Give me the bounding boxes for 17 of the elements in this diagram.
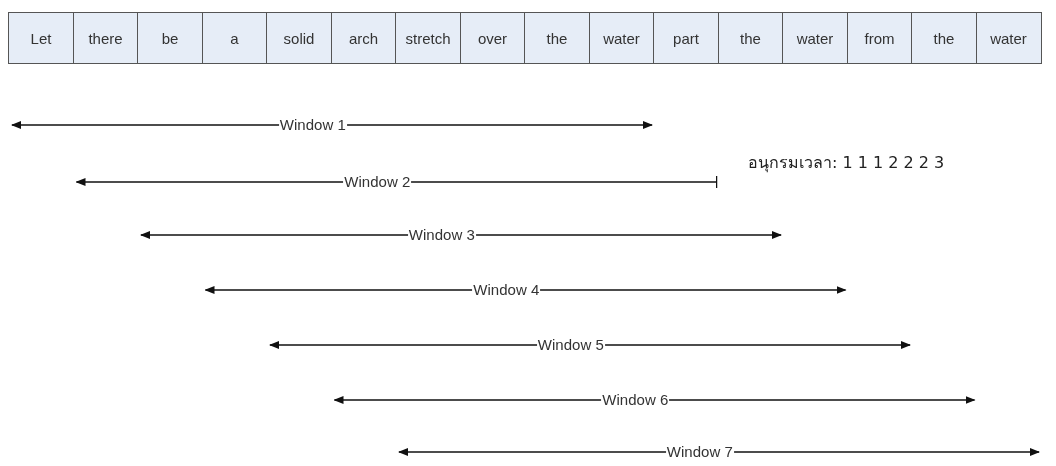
word-cell: be [137, 12, 203, 64]
word-cell: water [782, 12, 848, 64]
word-cell: a [201, 12, 268, 64]
word-cell: water [975, 12, 1042, 64]
word-cell: water [588, 12, 655, 64]
word-cell: part [653, 12, 719, 64]
word-cell: there [72, 12, 139, 64]
word-cell: over [459, 12, 526, 64]
sequence-note: อนุกรมเวลา: 1 1 1 2 2 2 3 [748, 152, 945, 175]
word-cell: from [846, 12, 913, 64]
word-cell: solid [266, 12, 332, 64]
word-cell: arch [330, 12, 397, 64]
word-cell: stretch [395, 12, 461, 64]
word-cell: the [717, 12, 784, 64]
word-cell: the [911, 12, 977, 64]
word-cell: Let [8, 12, 74, 64]
word-cell: the [524, 12, 590, 64]
